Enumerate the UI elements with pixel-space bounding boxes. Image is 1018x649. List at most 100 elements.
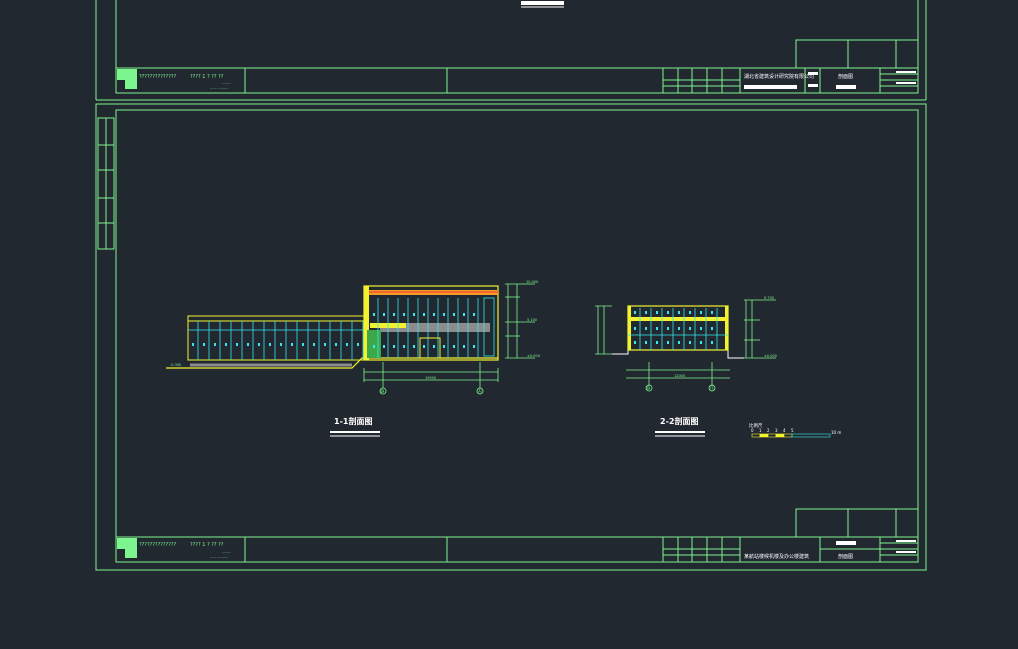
scale-bar-segment bbox=[767, 433, 777, 438]
section-1-elev-mid: 5.100 bbox=[527, 318, 537, 322]
glass-mark bbox=[711, 311, 713, 314]
scale-bar-segment bbox=[783, 433, 793, 438]
glass-mark bbox=[463, 313, 465, 316]
scale-bar-tick-label: 3 bbox=[775, 428, 778, 433]
glass-mark bbox=[433, 345, 435, 348]
glass-mark bbox=[700, 327, 702, 330]
glass-mark bbox=[413, 345, 415, 348]
glass-mark bbox=[453, 313, 455, 316]
main-company: 某航站楼候机楼及办公楼建筑 bbox=[744, 553, 809, 560]
section-1-elev-ground: -0.300 bbox=[170, 363, 181, 367]
glass-mark bbox=[634, 311, 636, 314]
scale-bar-tick-label: 0 bbox=[751, 428, 754, 433]
top-code-mid: ???? 1 ? ?? ?? bbox=[190, 74, 224, 80]
main-code-sub2: ------ ---------- bbox=[210, 555, 228, 559]
glass-mark bbox=[656, 327, 658, 330]
main-sheet-label: 剖面图 bbox=[838, 553, 853, 560]
section-1-axis-right: Ⓐ bbox=[477, 388, 482, 395]
glass-mark bbox=[403, 313, 405, 316]
section-2-elev-base: ±0.000 bbox=[764, 354, 777, 358]
top-plot-label-bar bbox=[521, 1, 564, 5]
glass-mark bbox=[443, 345, 445, 348]
main-code-mid: ???? 1 ? ?? ?? bbox=[190, 542, 224, 548]
glass-mark bbox=[634, 341, 636, 344]
glass-mark bbox=[373, 313, 375, 316]
glass-mark bbox=[645, 311, 647, 314]
glass-mark bbox=[373, 345, 375, 348]
glass-mark bbox=[291, 343, 293, 346]
glass-mark bbox=[678, 341, 680, 344]
section-2-dim-total: 12000 bbox=[674, 374, 685, 378]
glass-mark bbox=[247, 343, 249, 346]
glass-mark bbox=[324, 343, 326, 346]
glass-mark bbox=[423, 345, 425, 348]
glass-mark bbox=[203, 343, 205, 346]
section-2-drawing[interactable] bbox=[595, 299, 776, 392]
glass-mark bbox=[280, 343, 282, 346]
top-sheet-label: 剖面图 bbox=[838, 73, 853, 80]
glass-mark bbox=[700, 341, 702, 344]
section-1-title: 1-1剖面图 bbox=[334, 416, 372, 426]
glass-mark bbox=[678, 327, 680, 330]
section-2-title: 2-2剖面图 bbox=[660, 416, 698, 426]
section-1-axis-left: ⑩ bbox=[380, 389, 385, 395]
section-2-axis-right: ⑪ bbox=[709, 385, 714, 392]
glass-mark bbox=[383, 313, 385, 316]
glass-mark bbox=[403, 345, 405, 348]
glass-mark bbox=[689, 327, 691, 330]
scale-bar-segment bbox=[759, 433, 769, 438]
glass-mark bbox=[383, 345, 385, 348]
section-2-elev-roof: 5.700 bbox=[764, 296, 774, 300]
scale-bar-end: 10 m bbox=[831, 430, 841, 435]
glass-mark bbox=[656, 341, 658, 344]
section-1-drawing[interactable] bbox=[166, 283, 535, 395]
glass-mark bbox=[225, 343, 227, 346]
main-sheet-frame bbox=[95, 103, 927, 571]
glass-mark bbox=[700, 311, 702, 314]
glass-mark bbox=[302, 343, 304, 346]
scale-bar-segment bbox=[751, 433, 761, 438]
top-company: 湖北省建筑设计研究院有限公司 bbox=[744, 73, 814, 80]
glass-mark bbox=[463, 345, 465, 348]
top-project-bar bbox=[744, 85, 797, 89]
glass-mark bbox=[357, 343, 359, 346]
section-2-axis-left: ⑩ bbox=[646, 386, 651, 392]
glass-mark bbox=[711, 341, 713, 344]
glass-mark bbox=[192, 343, 194, 346]
glass-mark bbox=[393, 313, 395, 316]
glass-mark bbox=[678, 311, 680, 314]
top-code-left: ?????????????? bbox=[139, 74, 176, 80]
glass-mark bbox=[645, 341, 647, 344]
glass-mark bbox=[214, 343, 216, 346]
glass-mark bbox=[656, 311, 658, 314]
scale-bar-segment bbox=[775, 433, 785, 438]
scale-bar-label: 比例尺 bbox=[749, 422, 763, 429]
glass-mark bbox=[443, 313, 445, 316]
glass-mark bbox=[645, 327, 647, 330]
glass-mark bbox=[393, 345, 395, 348]
glass-mark bbox=[258, 343, 260, 346]
glass-mark bbox=[473, 345, 475, 348]
top-sheet bbox=[95, 0, 927, 101]
main-code-sub1: -------- bbox=[222, 550, 231, 554]
scale-bar-tick-label: 4 bbox=[783, 428, 786, 433]
top-code-sub2: ------ ---------- bbox=[210, 86, 228, 90]
section-1-dim-total: 19500 bbox=[425, 376, 436, 380]
glass-mark bbox=[667, 327, 669, 330]
scale-bar-tick-label: 2 bbox=[767, 428, 770, 433]
section-1-elev-roof: 10.000 bbox=[526, 280, 538, 284]
scale-bar-tick-label: 5 bbox=[791, 428, 794, 433]
glass-mark bbox=[667, 341, 669, 344]
glass-mark bbox=[313, 343, 315, 346]
glass-mark bbox=[667, 311, 669, 314]
scale-bar-segment bbox=[791, 433, 831, 438]
top-code-sub1: -------- bbox=[222, 81, 231, 85]
glass-mark bbox=[346, 343, 348, 346]
glass-mark bbox=[433, 313, 435, 316]
glass-mark bbox=[413, 313, 415, 316]
glass-mark bbox=[689, 341, 691, 344]
section-1-elev-base: ±0.000 bbox=[527, 354, 540, 358]
glass-mark bbox=[634, 327, 636, 330]
